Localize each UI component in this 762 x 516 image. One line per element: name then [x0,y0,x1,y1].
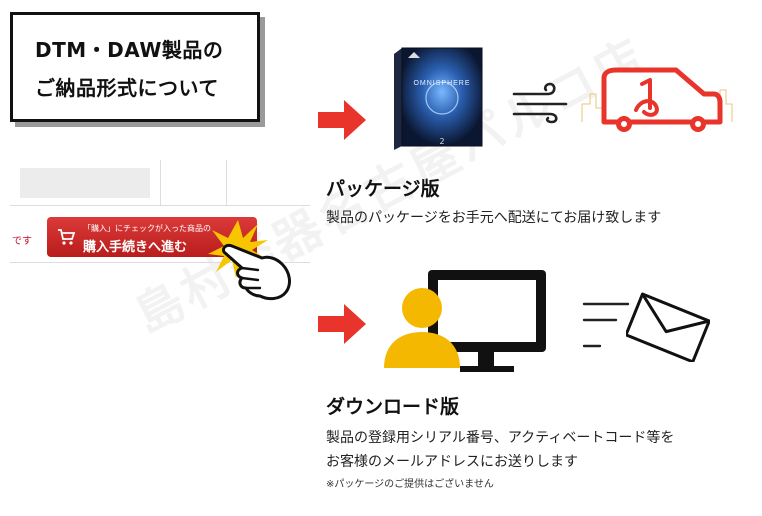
download-description-line-2: お客様のメールアドレスにお送りします [326,454,578,470]
product-package-image: 2 OMNISPHERE [388,46,486,152]
title-line-1: DTM・DAW製品の [35,38,224,62]
mockup-grey-cell [20,168,150,198]
mockup-divider [10,262,310,263]
shopping-cart-icon [58,229,75,245]
title-line-2: ご納品形式について [35,76,219,100]
mockup-divider [160,160,161,205]
package-title: パッケージ版 [326,178,440,200]
download-title: ダウンロード版 [326,396,460,418]
download-note: ※パッケージのご提供はございません [326,479,494,490]
mockup-divider [10,205,310,206]
package-description: 製品のパッケージをお手元へ配送にてお届け致します [326,210,662,226]
product-label: OMNISPHERE [413,80,471,87]
person-computer-icon [384,270,546,372]
download-description-line-1: 製品の登録用シリアル番号、アクティベートコード等を [326,430,675,446]
pointing-hand-icon [222,244,291,301]
cart-mockup: です 「購入」にチェックが入った商品の 購入手続きへ進む [10,160,310,270]
proceed-to-checkout-button[interactable]: 「購入」にチェックが入った商品の 購入手続きへ進む [47,217,257,257]
checkout-button-subtext: 「購入」にチェックが入った商品の [83,224,211,233]
svg-text:2: 2 [439,137,444,146]
right-arrow-icon [318,304,366,344]
right-arrow-icon [318,100,366,140]
speed-lines-icon [582,302,630,348]
delivery-van-icon [581,67,733,132]
package-box-icon: 2 [394,47,483,150]
mockup-divider [226,160,227,205]
speed-lines-icon [512,82,568,124]
checkout-button-label: 購入手続きへ進む [83,240,188,255]
title-box: DTM・DAW製品の ご納品形式について [10,12,260,122]
mockup-side-text: です [12,236,32,247]
envelope-icon [626,292,710,362]
